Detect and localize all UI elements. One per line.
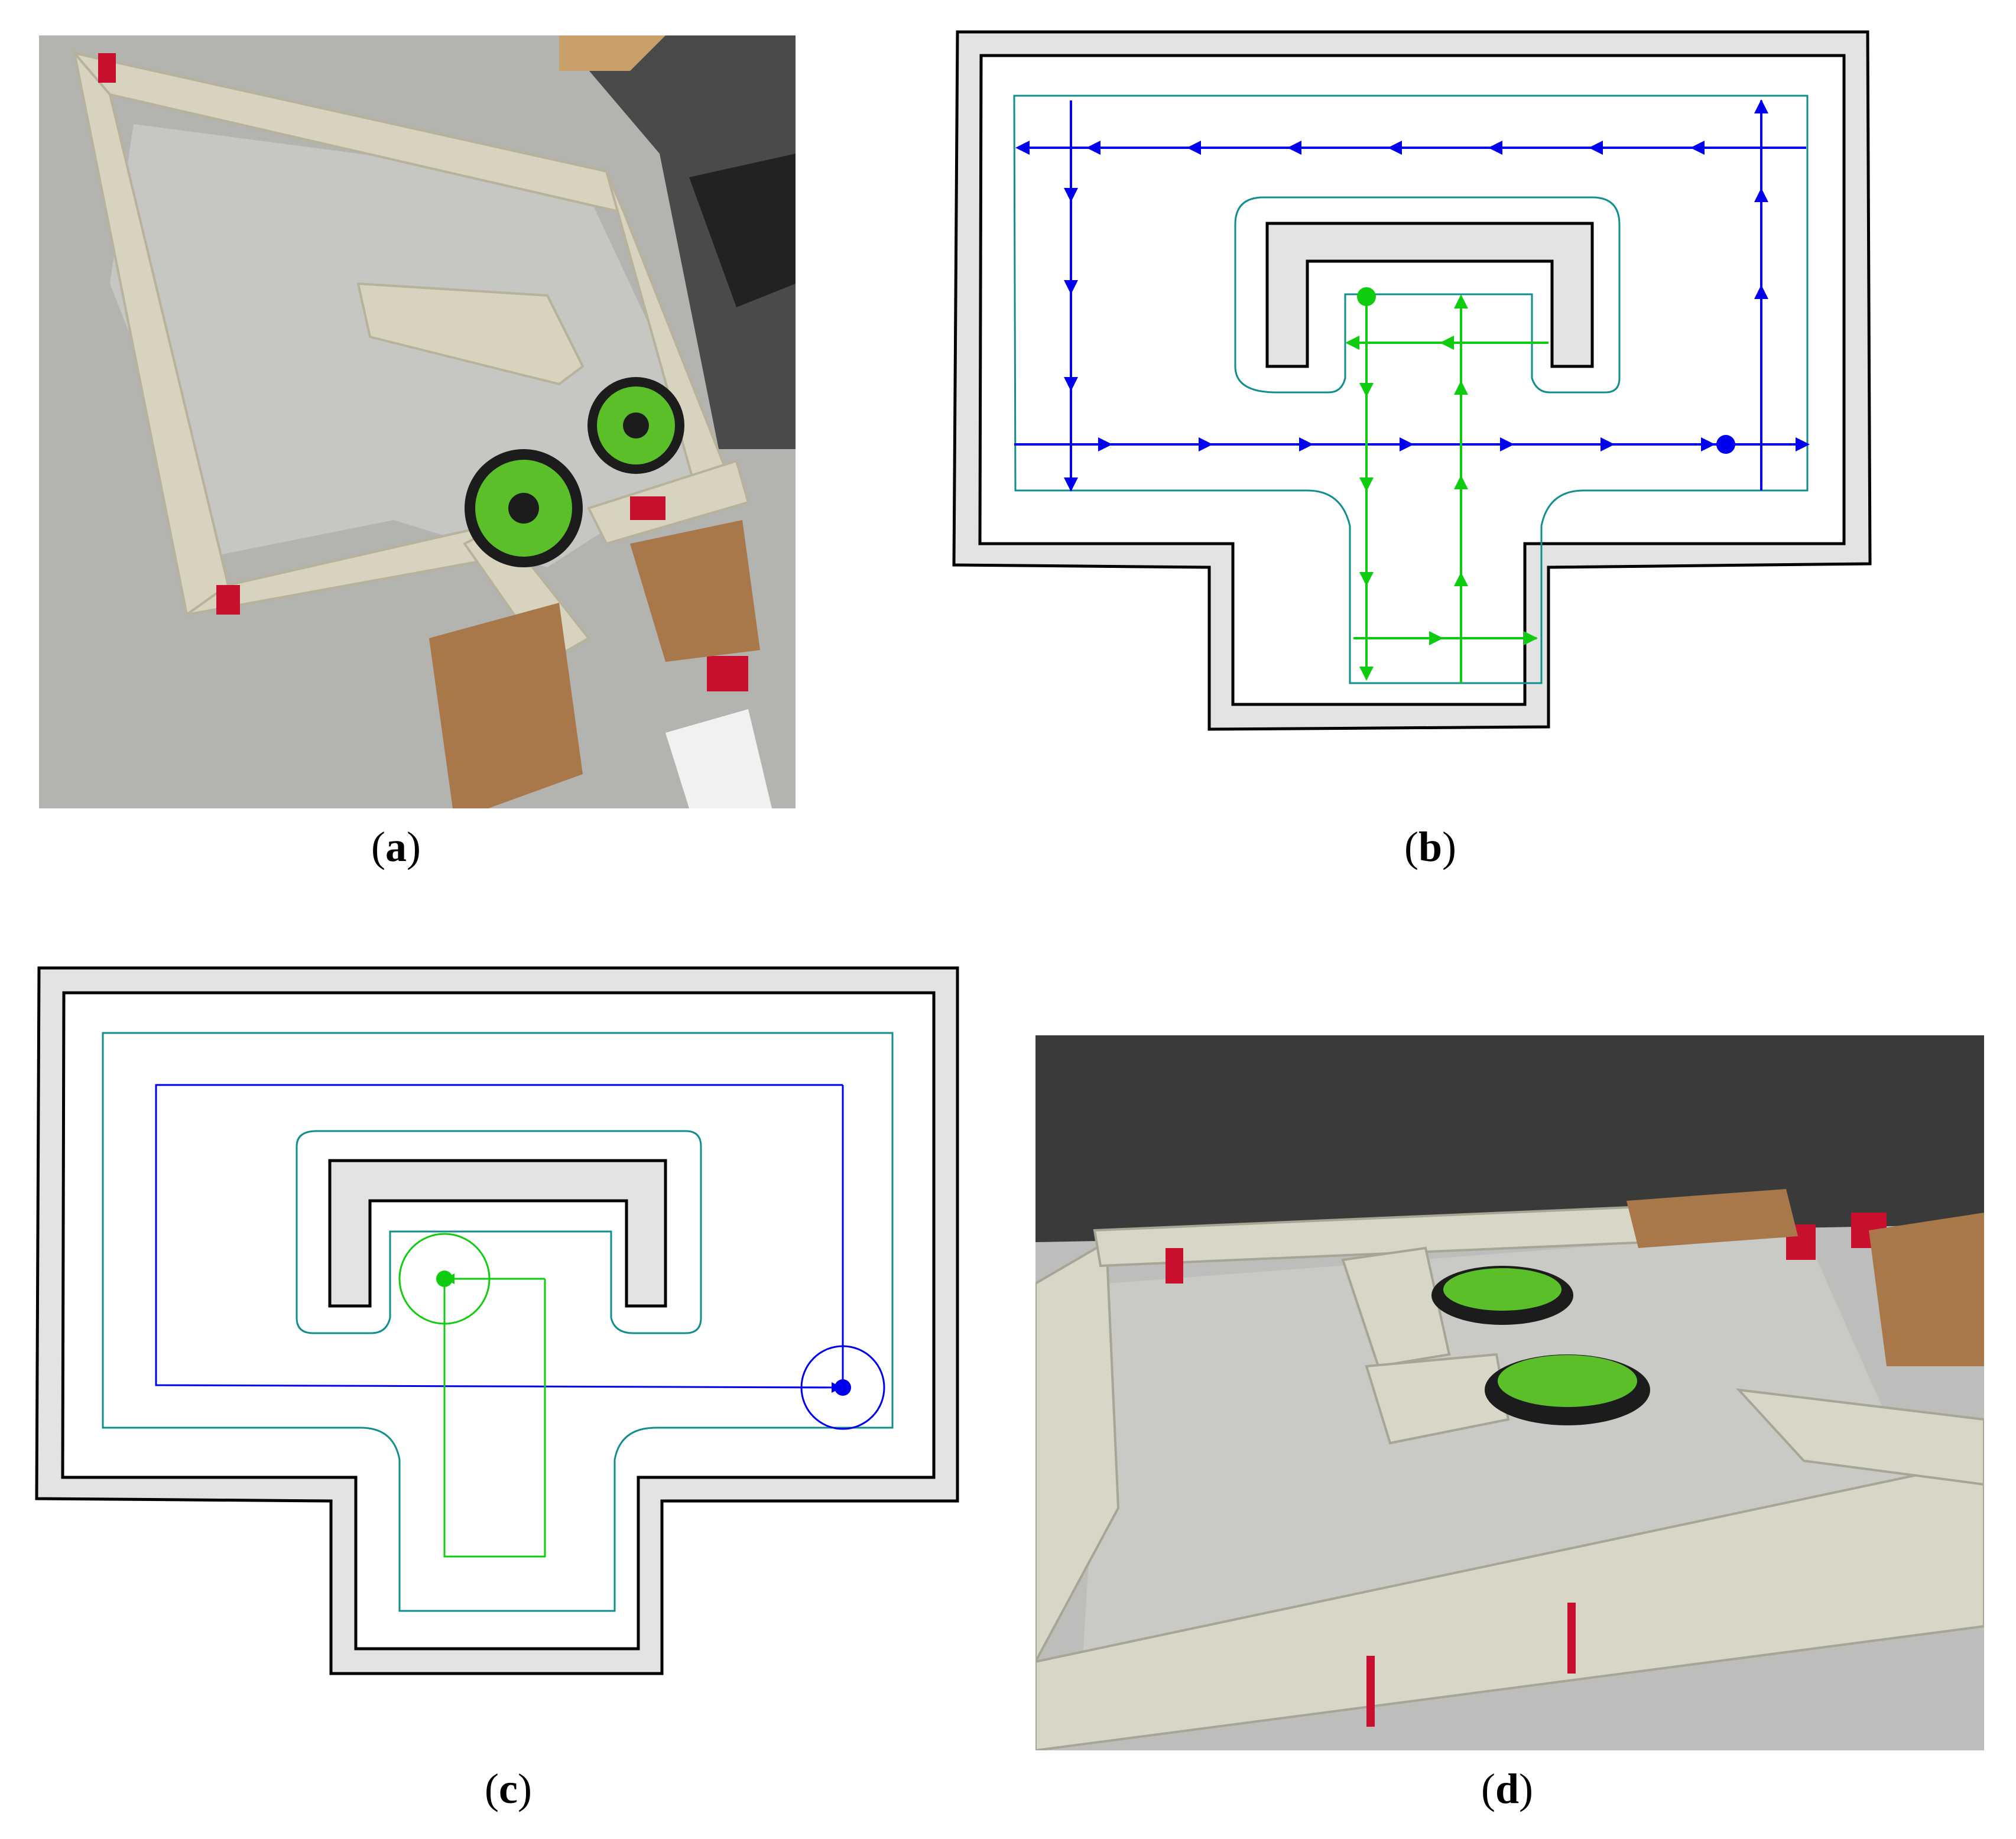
photo-panel-d (1035, 1035, 1984, 1750)
caption-d: (d) (1481, 1765, 1533, 1812)
side-arena-photo (1035, 1035, 1984, 1750)
inner-obstacle (328, 1159, 667, 1308)
robot2-return-path (398, 1233, 546, 1558)
caption-b: (b) (1404, 823, 1456, 870)
overhead-arena-photo (39, 35, 796, 808)
inner-boundary (296, 1130, 702, 1334)
return-diagram-c (30, 957, 975, 1690)
outer-boundary (102, 1032, 894, 1612)
robot2-path (1345, 294, 1548, 683)
coverage-diagram-svg (952, 30, 1872, 731)
caption-a: (a) (371, 823, 421, 870)
caption-c: (c) (485, 1765, 532, 1812)
return-diagram-svg (35, 966, 959, 1675)
robot1-path (1014, 99, 1810, 492)
inner-obstacle (1265, 222, 1594, 368)
robot1-return-path (155, 1084, 885, 1430)
coverage-diagram-b (946, 24, 1891, 745)
outer-boundary (1013, 95, 1809, 684)
photo-panel-a (39, 35, 796, 808)
